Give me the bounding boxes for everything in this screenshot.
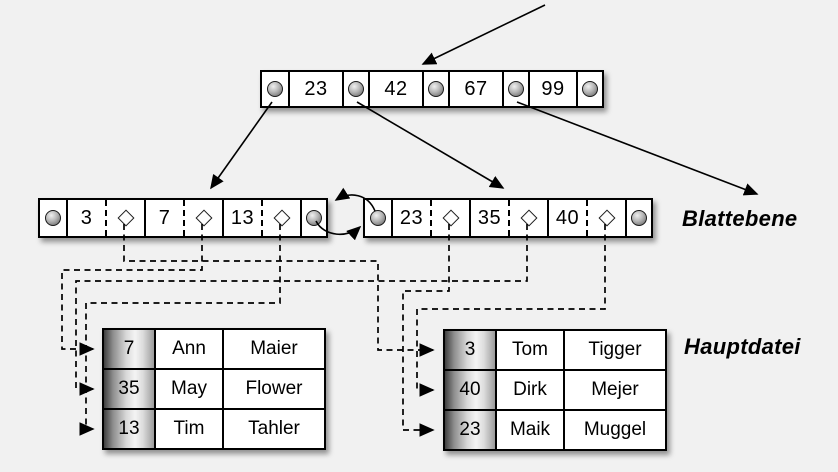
sibling-pointer-cell [625,200,651,236]
record-pointer-diamond-icon [442,209,459,227]
sibling-pointer-cell [300,200,326,236]
leaf-key: 7 [158,206,171,229]
row-first-name: Dirk [495,371,563,409]
leaf-key-cell: 13 [222,200,261,236]
sibling-pointer-cell [40,200,66,236]
leaf-key: 13 [230,206,255,229]
row-first-name: Ann [154,330,222,368]
row-first-name: Tom [495,331,563,369]
arrow-root-to-next-leaf [516,101,759,196]
pointer-circle [428,81,444,97]
root-key: 67 [464,77,488,100]
record-pointer-cell [586,200,625,236]
table-row: 7 Ann Maier [104,330,324,368]
record-pointer-cell [430,200,469,236]
row-key: 23 [445,411,495,449]
leaf-key: 3 [80,206,93,229]
root-node: 23 42 67 99 [260,70,604,108]
root-key-cell: 99 [528,72,576,106]
pointer-circle [306,210,322,226]
leaf-key: 40 [555,206,580,229]
row-last-name: Tahler [222,410,324,448]
leaf-key-cell: 7 [144,200,183,236]
leaf-level-label: Blattebene [682,206,798,231]
main-file-table-right: 3 Tom Tigger 40 Dirk Mejer 23 Maik Mugge… [443,329,667,451]
table-row: 35 May Flower [104,368,324,408]
child-pointer-cell [422,72,448,106]
arrow-root-entry [421,4,546,65]
leaf-node-right: 23 35 40 [363,198,653,238]
row-key: 7 [104,330,154,368]
root-key: 23 [304,77,328,100]
table-row: 40 Dirk Mejer [445,369,665,409]
sibling-pointer-cell [365,200,391,236]
row-last-name: Muggel [563,411,665,449]
root-key: 99 [541,77,565,100]
record-pointer-cell [508,200,547,236]
row-last-name: Tigger [563,331,665,369]
record-pointer-cell [261,200,300,236]
child-pointer-cell [576,72,602,106]
row-first-name: May [154,370,222,408]
child-pointer-cell [342,72,368,106]
pointer-circle [348,81,364,97]
pointer-circle [631,210,647,226]
record-pointer-diamond-icon [273,209,290,227]
row-key: 40 [445,371,495,409]
row-last-name: Mejer [563,371,665,409]
row-first-name: Tim [154,410,222,448]
leaf-node-left: 3 7 13 [38,198,328,238]
pointer-circle [582,81,598,97]
arrow-root-to-left-leaf [210,101,273,190]
record-pointer-diamond-icon [520,209,537,227]
pointer-circle [267,81,283,97]
arrow-root-to-right-leaf [356,101,505,189]
pointer-circle [370,210,386,226]
child-pointer-cell [502,72,528,106]
leaf-key-cell: 40 [547,200,586,236]
row-key: 13 [104,410,154,448]
record-pointer-diamond-icon [598,209,615,227]
row-first-name: Maik [495,411,563,449]
row-key: 35 [104,370,154,408]
leaf-key: 23 [399,206,424,229]
record-pointer-diamond-icon [117,209,134,227]
root-key-cell: 23 [288,72,342,106]
record-pointer-cell [183,200,222,236]
pointer-circle [508,81,524,97]
leaf-key: 35 [477,206,502,229]
table-row: 13 Tim Tahler [104,408,324,448]
table-row: 23 Maik Muggel [445,409,665,449]
root-key-cell: 42 [368,72,422,106]
root-key-cell: 67 [448,72,502,106]
main-file-label: Hauptdatei [684,334,801,359]
pointer-circle [45,210,61,226]
row-key: 3 [445,331,495,369]
record-pointer-diamond-icon [195,209,212,227]
main-file-table-left: 7 Ann Maier 35 May Flower 13 Tim Tahler [102,328,326,450]
row-last-name: Maier [222,330,324,368]
child-pointer-cell [262,72,288,106]
table-row: 3 Tom Tigger [445,331,665,369]
leaf-key-cell: 35 [469,200,508,236]
root-key: 42 [384,77,408,100]
leaf-key-cell: 23 [391,200,430,236]
leaf-key-cell: 3 [66,200,105,236]
record-pointer-cell [105,200,144,236]
row-last-name: Flower [222,370,324,408]
